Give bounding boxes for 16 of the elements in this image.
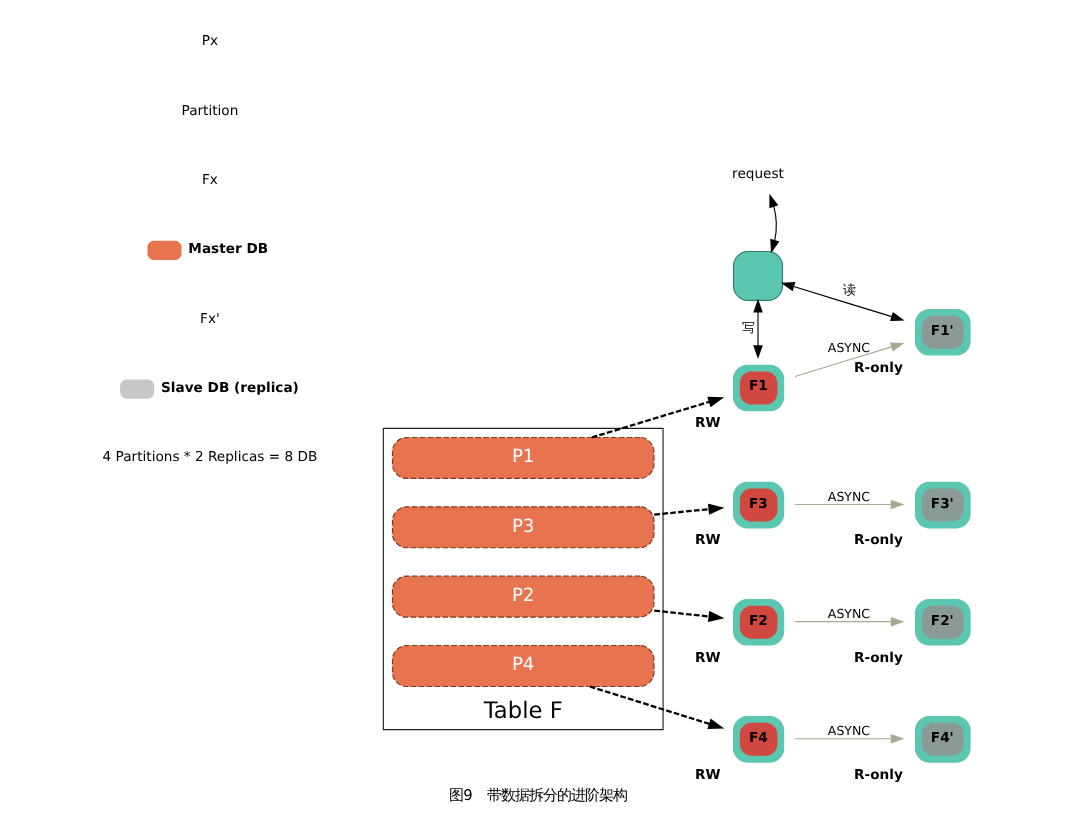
arrow <box>793 499 904 510</box>
node-box: P3 <box>390 506 654 549</box>
arrow <box>793 734 904 744</box>
arrow <box>653 503 724 516</box>
node-box: P2 <box>390 575 654 618</box>
arrow <box>793 616 904 627</box>
node-box <box>732 251 783 301</box>
node-box: P1 <box>390 436 654 479</box>
arrow <box>768 193 779 254</box>
node-box: P4 <box>390 644 654 688</box>
arrow <box>779 282 904 322</box>
arrow <box>590 396 724 439</box>
arrow <box>653 609 724 622</box>
arrow <box>588 685 724 730</box>
arrow <box>752 298 762 359</box>
arrow <box>793 342 904 377</box>
